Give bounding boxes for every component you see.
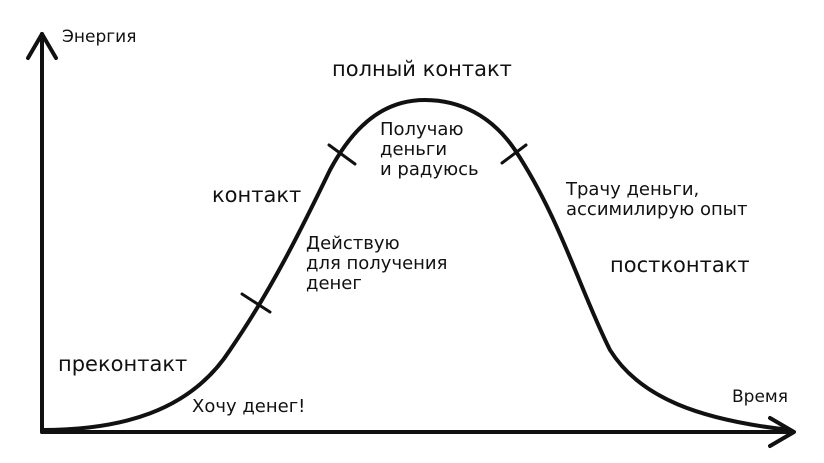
phase-tick-1 xyxy=(240,292,272,314)
phase-tick-2 xyxy=(327,143,357,166)
note-spending: Трачу деньги, ассимилирую опыт xyxy=(566,179,748,221)
note-spending-line-1: Трачу деньги, xyxy=(566,179,700,200)
energy-curve xyxy=(40,98,792,432)
phase-label-postcontact: постконтакт xyxy=(610,253,750,277)
note-acting-line-3: денег xyxy=(306,273,362,295)
y-axis-arrowhead xyxy=(26,32,58,60)
note-spending-line-2: ассимилирую опыт xyxy=(566,199,748,221)
note-receiving-line-1: Получаю xyxy=(380,119,464,140)
phase-label-precontact: преконтакт xyxy=(58,352,188,376)
phase-label-full-contact: полный контакт xyxy=(332,57,512,81)
note-want-money: Хочу денег! xyxy=(192,396,306,417)
x-axis-label: Время xyxy=(732,387,788,407)
x-axis-arrowhead xyxy=(768,416,796,448)
note-acting-line-1: Действую xyxy=(306,233,400,254)
note-acting: Действую для получения денег xyxy=(306,233,448,295)
note-receiving: Получаю деньги и радуюсь xyxy=(380,119,479,181)
phase-tick-3 xyxy=(500,143,528,165)
y-axis-label: Энергия xyxy=(62,27,137,47)
phase-label-contact: контакт xyxy=(212,183,302,207)
note-receiving-line-3: и радуюсь xyxy=(380,159,479,181)
note-acting-line-2: для получения xyxy=(306,253,448,275)
note-receiving-line-2: деньги xyxy=(380,139,448,161)
